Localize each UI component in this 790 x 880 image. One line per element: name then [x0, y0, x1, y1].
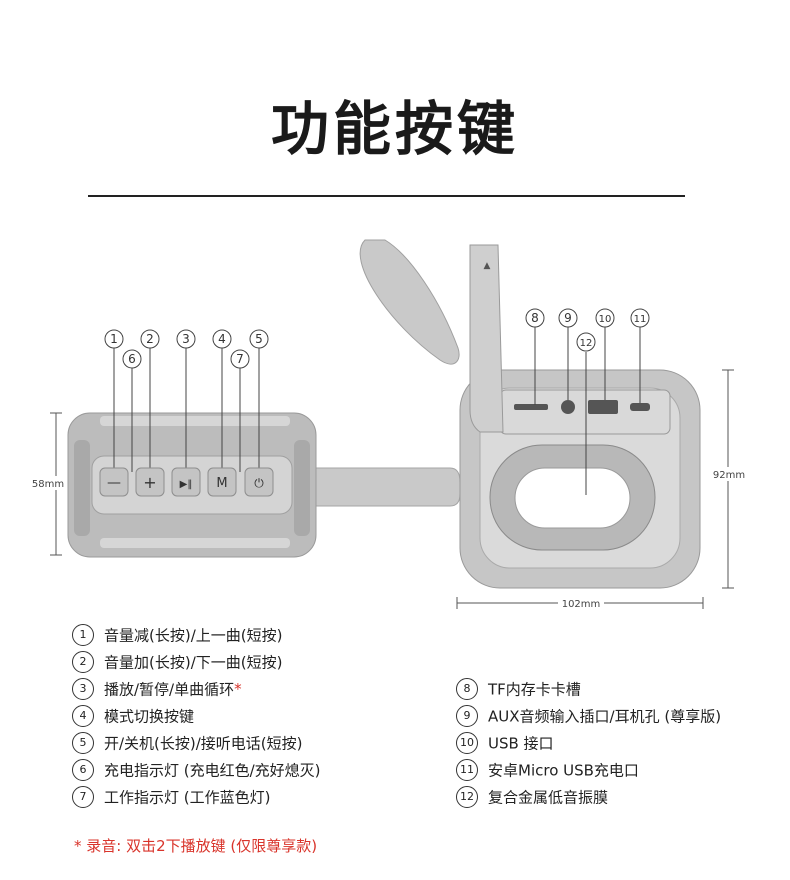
micro-usb-port	[630, 403, 650, 411]
feature-item: 9 AUX音频输入插口/耳机孔 (尊享版)	[456, 705, 721, 727]
play-pause-icon: ▶‖	[180, 479, 193, 490]
feature-item: 6 充电指示灯 (充电红色/充好熄灭)	[72, 759, 321, 781]
feature-text: 音量减(长按)/上一曲(短按)	[104, 626, 283, 645]
minus-icon: —	[107, 475, 121, 491]
callout-2: 2	[146, 332, 154, 346]
feature-item: 12 复合金属低音振膜	[456, 786, 608, 808]
product-diagram: 58mm — + ▶‖ M ⏻	[30, 239, 751, 610]
feature-text: 模式切换按键	[104, 707, 195, 726]
side-grip-right	[294, 440, 310, 536]
mode-button[interactable]	[207, 467, 237, 497]
front-height-label: 58mm	[32, 479, 64, 490]
feature-item: 4 模式切换按键	[72, 705, 194, 727]
dim-bg	[558, 596, 604, 610]
feature-number: 8	[456, 678, 478, 700]
feature-text: 开/关机(长按)/接听电话(短按)	[104, 734, 303, 753]
feature-item: 1 音量减(长按)/上一曲(短按)	[72, 624, 282, 646]
feature-item: 7 工作指示灯 (工作蓝色灯)	[72, 786, 270, 808]
front-view: 58mm — + ▶‖ M ⏻	[30, 329, 461, 558]
mode-icon: M	[216, 476, 227, 491]
page-title: 功能按键	[270, 95, 519, 163]
power-phone-icon: ⏻	[254, 476, 264, 490]
feature-text: 音量加(长按)/下一曲(短按)	[104, 653, 283, 672]
top-ridge	[100, 416, 290, 426]
callout-4: 4	[218, 332, 226, 346]
cover-arrow-icon: ▲	[484, 261, 491, 271]
volume-down-button[interactable]	[99, 467, 129, 497]
feature-item: 5 开/关机(长按)/接听电话(短按)	[72, 732, 303, 754]
power-button[interactable]	[244, 467, 274, 497]
feature-item: 2 音量加(长按)/下一曲(短按)	[72, 651, 282, 673]
feature-number: 4	[72, 705, 94, 727]
feature-number: 5	[72, 732, 94, 754]
feature-text: 播放/暂停/单曲循环	[104, 680, 235, 699]
feature-item: 8 TF内存卡卡槽	[456, 678, 581, 700]
bottom-ridge	[100, 538, 290, 548]
dim-bg	[707, 467, 751, 481]
side-width-label: 102mm	[562, 599, 601, 610]
recording-note: * 录音: 双击2下播放键 (仅限尊享款)	[74, 837, 318, 855]
asterisk-mark: *	[234, 680, 242, 698]
feature-number: 10	[456, 732, 478, 754]
dim-bg	[30, 476, 74, 490]
plus-icon: +	[143, 473, 156, 492]
callout-5: 5	[255, 332, 263, 346]
callout-3: 3	[182, 332, 190, 346]
feature-text: AUX音频输入插口/耳机孔 (尊享版)	[488, 707, 722, 726]
callout-8: 8	[531, 311, 539, 325]
feature-text: 安卓Micro USB充电口	[488, 761, 639, 780]
feature-number: 3	[72, 678, 94, 700]
callout-9: 9	[564, 311, 572, 325]
callout-6: 6	[128, 352, 136, 366]
feature-text: 工作指示灯 (工作蓝色灯)	[104, 788, 271, 807]
feature-number: 12	[456, 786, 478, 808]
callout-7: 7	[236, 352, 244, 366]
callout-1: 1	[110, 332, 118, 346]
feature-item: 10 USB 接口	[456, 732, 554, 754]
aux-port	[561, 400, 575, 414]
side-view: ▲ 8 9 10 11 12 92mm 102m	[359, 239, 751, 610]
side-grip-left	[74, 440, 90, 536]
usb-port	[588, 400, 618, 414]
feature-number: 2	[72, 651, 94, 673]
volume-up-button[interactable]	[135, 467, 165, 497]
feature-text: 充电指示灯 (充电红色/充好熄灭)	[104, 761, 321, 780]
play-pause-button[interactable]	[171, 467, 201, 497]
feature-number: 1	[72, 624, 94, 646]
tf-slot	[514, 404, 548, 410]
feature-text: 复合金属低音振膜	[488, 788, 609, 807]
feature-number: 11	[456, 759, 478, 781]
feature-number: 6	[72, 759, 94, 781]
feature-number: 7	[72, 786, 94, 808]
strap	[299, 467, 461, 507]
feature-item: 11 安卓Micro USB充电口	[456, 759, 639, 781]
callout-12: 12	[580, 338, 593, 349]
title-divider	[88, 195, 685, 197]
feature-text: TF内存卡卡槽	[488, 680, 581, 699]
port-panel	[499, 389, 671, 435]
callout-11: 11	[634, 314, 647, 325]
callout-10: 10	[599, 314, 612, 325]
port-cover	[469, 244, 504, 433]
strap-loop	[359, 239, 460, 365]
feature-text: USB 接口	[488, 734, 554, 753]
radiator-inner	[514, 467, 631, 529]
feature-item: 3 播放/暂停/单曲循环*	[72, 678, 242, 700]
feature-number: 9	[456, 705, 478, 727]
side-height-label: 92mm	[713, 470, 745, 481]
